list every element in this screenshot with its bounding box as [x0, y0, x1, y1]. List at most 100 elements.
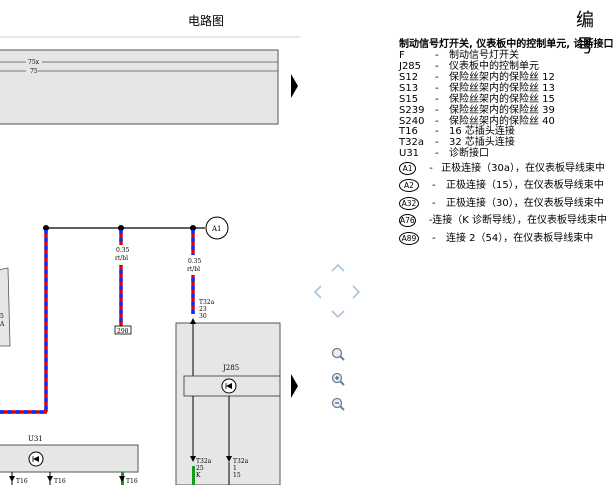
legend-item-desc: 仪表板中的控制单元: [449, 61, 539, 73]
legend-item-code: J285: [399, 61, 422, 73]
legend-dash: -: [432, 180, 436, 192]
connector-a1: [205, 216, 229, 240]
legend-item: S12 -保险丝架内的保险丝 12: [399, 72, 605, 83]
pin-298-box: [114, 325, 132, 335]
legend-item-code: S13: [399, 82, 419, 94]
j285-pin-b2-conn: T32a: [233, 458, 249, 465]
legend-item: S240-保险丝架内的保险丝 40: [399, 116, 605, 127]
legend-item: T32a-32 芯插头连接: [399, 137, 605, 148]
u31-pin-2: T16: [54, 478, 66, 485]
wire-rt-bl-left: [0, 230, 48, 414]
legend-dash: -: [435, 82, 439, 94]
legend-dash: -: [428, 215, 433, 227]
legend-connection-desc: 连接（K 诊断导线），在仪表板导线束中: [432, 215, 608, 227]
bus-label-75x: 75x: [28, 59, 40, 66]
legend-dash: -: [435, 126, 439, 138]
page-title: 电路图: [188, 14, 225, 28]
left-partial-component: [0, 267, 11, 347]
j285-pin-b1-conn: T32a: [196, 458, 212, 465]
pan-left-icon[interactable]: [312, 284, 324, 300]
legend-connection-desc: 正极连接（30），在仪表板导线束中: [446, 197, 604, 209]
page-code: 编号: [576, 10, 594, 57]
legend-item-code: U31: [399, 148, 420, 160]
legend-item: S13 -保险丝架内的保险丝 13: [399, 83, 605, 94]
legend-item-code: T32a: [399, 137, 424, 149]
legend-item-desc: 保险丝架内的保险丝 15: [449, 93, 555, 105]
legend-dash: -: [435, 137, 439, 149]
connector-a1-label: A1: [211, 225, 222, 233]
u31-pin-3: T16: [126, 478, 138, 485]
legend-dash: -: [435, 104, 439, 116]
pan-down-icon[interactable]: [330, 308, 346, 320]
legend-dash: -: [432, 197, 436, 209]
pan-right-icon[interactable]: [350, 284, 362, 300]
svg-text:A: A: [0, 321, 5, 328]
j285-pin-b1-wire: K: [196, 472, 201, 479]
legend-item-code: S240: [399, 115, 425, 127]
wire-right-size: 0.35: [188, 258, 202, 265]
legend-dash: -: [435, 115, 439, 127]
legend-item-desc: 保险丝架内的保险丝 40: [449, 115, 555, 127]
legend-connection: A1-正极连接（30a），在仪表板导线束中: [399, 160, 605, 177]
connection-symbol-icon: A2: [399, 179, 419, 193]
expand-arrow-top-icon[interactable]: [291, 74, 298, 98]
junction-dot: [118, 225, 124, 231]
zoom-fit-icon[interactable]: [330, 371, 346, 387]
wire-mid-color: rt/bl: [115, 255, 128, 262]
legend-dash: -: [429, 162, 433, 174]
connection-symbol-icon: A1: [399, 161, 417, 175]
j285-pin-top-pin: 23: [199, 306, 207, 313]
connection-symbol-icon: A89: [399, 231, 419, 245]
legend-item-desc: 16 芯插头连接: [449, 126, 515, 138]
junction-dot: [43, 225, 49, 231]
wire-green: [192, 466, 195, 485]
legend-dash: -: [435, 50, 439, 62]
legend-item: J285 -仪表板中的控制单元: [399, 61, 605, 72]
zoom-in-icon[interactable]: [330, 346, 346, 362]
wire-mid-size: 0.35: [116, 247, 130, 254]
legend-item-desc: 保险丝架内的保险丝 39: [449, 104, 555, 116]
j285-pin-b2-pin: 1: [233, 465, 237, 472]
u31-label: U31: [28, 435, 43, 443]
connection-symbol-icon: A32: [399, 196, 419, 210]
wire-right-color: rt/bl: [187, 266, 200, 273]
legend-connection: A89 -连接 2（54），在仪表板导线束中: [399, 230, 605, 247]
legend-dash: -: [435, 71, 439, 83]
legend-connection-desc: 正极连接（30a），在仪表板导线束中: [441, 162, 605, 174]
legend-item-code: F: [399, 50, 405, 62]
legend-item: F -制动信号灯开关: [399, 50, 605, 61]
legend-item-code: S15: [399, 93, 419, 105]
legend-connection-desc: 正极连接（15），在仪表板导线束中: [446, 180, 604, 192]
pin-arrow: [190, 318, 196, 324]
legend-dash: -: [435, 93, 439, 105]
pan-up-icon[interactable]: [330, 262, 346, 274]
legend-item-desc: 保险丝架内的保险丝 12: [449, 71, 555, 83]
j285-area: [175, 322, 281, 485]
zoom-out-icon[interactable]: [330, 396, 346, 412]
legend-item-code: S12: [399, 71, 419, 83]
legend-item: S15 -保险丝架内的保险丝 15: [399, 94, 605, 105]
legend-dash: -: [435, 148, 439, 160]
legend-connection-desc: 连接 2（54），在仪表板导线束中: [446, 232, 594, 244]
legend-dash: -: [435, 61, 439, 73]
legend-item: T16 -16 芯插头连接: [399, 126, 605, 137]
legend-item-code: T16: [399, 126, 418, 138]
legend-dash: -: [432, 232, 436, 244]
legend-title: 制动信号灯开关, 仪表板中的控制单元, 诊断接口: [399, 39, 614, 50]
legend-item-code: S239: [399, 104, 425, 116]
j285-pin-top-wire: 30: [199, 313, 207, 320]
svg-text:5: 5: [0, 313, 4, 320]
j285-pin-top-conn: T32a: [199, 299, 215, 306]
junction-dot: [190, 225, 196, 231]
legend-item-desc: 保险丝架内的保险丝 13: [449, 82, 555, 94]
expand-arrow-j285-icon[interactable]: [291, 374, 298, 398]
connection-symbol-icon: A76: [399, 214, 416, 228]
legend-item-desc: 诊断接口: [449, 148, 489, 160]
legend-connection: A76-连接（K 诊断导线），在仪表板导线束中: [399, 213, 608, 230]
legend-connection: A2 -正极连接（15），在仪表板导线束中: [399, 178, 605, 195]
j285-label: J285: [222, 364, 239, 372]
u31-box: [0, 444, 139, 473]
j285-pin-b1-pin: 25: [196, 465, 204, 472]
legend-item-desc: 制动信号灯开关: [449, 50, 519, 62]
